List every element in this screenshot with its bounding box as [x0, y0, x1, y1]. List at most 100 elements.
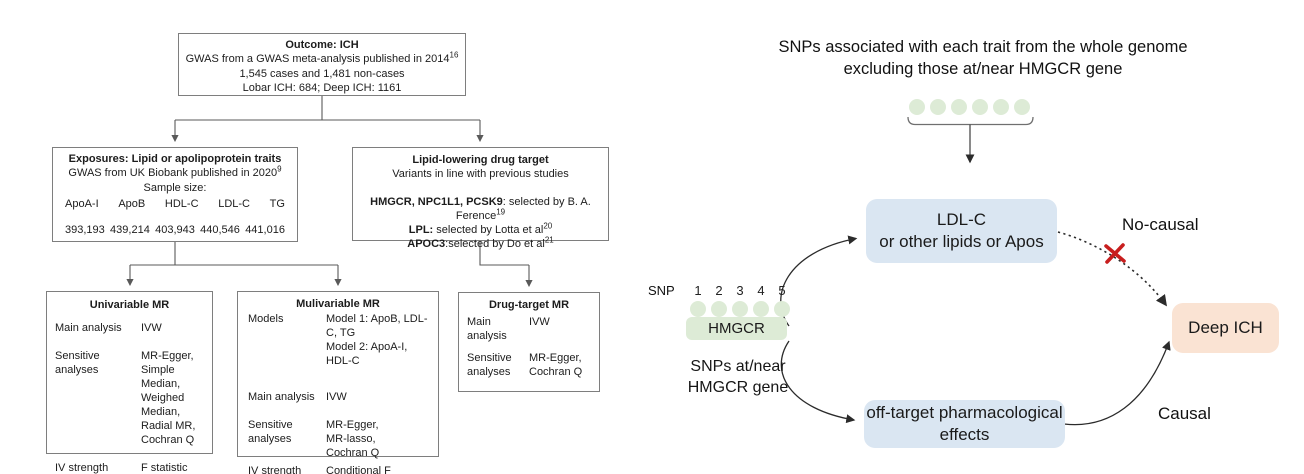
analysis-row: IV strength F statistic [55, 462, 204, 474]
spacer [353, 182, 608, 195]
analysis-row: IV strength Conditional F statistic [248, 465, 428, 474]
row-value: MR-Egger, MR-lasso, Cochran Q [326, 419, 380, 460]
univariable-mr-box: Univariable MR Main analysis IVW Sensiti… [46, 291, 213, 474]
snp-group-bracket [907, 116, 1034, 126]
row-label: IV strength [55, 462, 109, 474]
snp-number: 3 [736, 283, 744, 298]
drug-target-item: LPL: selected by Lotta et al20 [408, 221, 553, 237]
univariable-title: Univariable MR [89, 299, 170, 311]
trait-name: HDL-C [164, 197, 199, 210]
snp-dot-icon [972, 99, 988, 115]
snp-dot-icon [951, 99, 967, 115]
trait-name: LDL-C [218, 197, 250, 210]
deep-ich-box: Deep ICH [1172, 303, 1279, 353]
trait-sample-size: 440,546 [200, 224, 240, 237]
row-value: MR-Egger, Simple Median, Weighed Median,… [141, 350, 196, 447]
row-value: Model 1: ApoB, LDL-C, TG Model 2: ApoA-I… [326, 313, 428, 368]
multivariable-title: Mulivariable MR [296, 298, 380, 310]
drug-target-title: Lipid-lowering drug target [412, 154, 549, 166]
hmgcr-gene-box: HMGCR [686, 317, 787, 340]
trait-sample-size: 439,214 [110, 224, 150, 237]
row-value: F statistic [141, 462, 188, 474]
analysis-row: Models Model 1: ApoB, LDL-C, TG Model 2:… [248, 313, 428, 369]
off-target-box: off-target pharmacological effects [864, 400, 1065, 448]
trait-sample-size: 403,943 [155, 224, 195, 237]
row-label: Models [248, 313, 284, 326]
drug-target-mr-title: Drug-target MR [488, 299, 570, 311]
row-label: Main analysis [467, 316, 507, 343]
no-causal-label: No-causal [1122, 215, 1199, 234]
row-label: Main analysis [248, 391, 315, 404]
reference-superscript: 21 [544, 235, 554, 245]
snp-number: 1 [694, 283, 702, 298]
snps-at-near-note: SNPs at/near HMGCR gene [687, 358, 789, 396]
row-label: Main analysis [55, 322, 122, 335]
drug-target-subtitle: Variants in line with previous studies [392, 168, 569, 181]
trait-name: ApoA-I [65, 197, 99, 210]
row-value: Conditional F statistic [326, 465, 391, 474]
analysis-row: Main analysis IVW [55, 322, 204, 336]
analysis-row: Sensitive analyses MR-Egger, Simple Medi… [55, 350, 204, 448]
curve-hmgcr-to-ldl [780, 235, 858, 327]
reference-superscript: 19 [496, 207, 506, 217]
snp-dot-icon [1014, 99, 1030, 115]
reference-superscript: 9 [277, 164, 282, 174]
outcome-line-cases: 1,545 cases and 1,481 non-cases [239, 67, 405, 80]
no-causal-cross-icon [1104, 243, 1126, 264]
gene-snp-dots [690, 301, 790, 317]
snp-row-label: SNP [648, 283, 675, 298]
snp-number: 5 [778, 283, 786, 298]
row-label: Sensitive analyses [55, 350, 100, 377]
row-label: IV strength [248, 465, 302, 474]
snp-dot-icon [909, 99, 925, 115]
curve-causal [1063, 340, 1171, 426]
row-value: IVW [529, 316, 550, 329]
snp-dot-icon [711, 301, 727, 317]
exposures-title: Exposures: Lipid or apolipoprotein trait… [68, 153, 282, 165]
drug-target-mr-box: Drug-target MR Main analysis IVW Sensiti… [458, 292, 600, 392]
curve-no-causal-dotted [1057, 231, 1167, 307]
row-label: Sensitive analyses [248, 419, 293, 446]
row-label: Sensitive analyses [467, 352, 512, 379]
snp-number: 2 [715, 283, 723, 298]
trait-name-row: ApoA-I ApoB HDL-C LDL-C TG [53, 197, 297, 211]
snp-dot-icon [732, 301, 748, 317]
causal-label: Causal [1158, 404, 1211, 423]
snp-number-row: 1 2 3 4 5 [690, 283, 790, 298]
snp-dot-icon [690, 301, 706, 317]
outcome-box: Outcome: ICH GWAS from a GWAS meta-analy… [178, 33, 466, 96]
snp-dot-icon [753, 301, 769, 317]
snp-dot-icon [774, 301, 790, 317]
outcome-title: Outcome: ICH [285, 39, 359, 51]
title-line-1: SNPs associated with each trait from the… [778, 38, 1188, 56]
analysis-row: Sensitive analyses MR-Egger, MR-lasso, C… [248, 419, 428, 461]
exposures-box: Exposures: Lipid or apolipoprotein trait… [52, 147, 298, 242]
exposures-line-gwas: GWAS from UK Biobank published in 20209 [68, 164, 282, 180]
snp-dot-icon [930, 99, 946, 115]
trait-name: ApoB [118, 197, 146, 210]
right-panel-title: SNPs associated with each trait from the… [743, 36, 1223, 81]
trait-sample-size: 393,193 [65, 224, 105, 237]
multivariable-mr-box: Mulivariable MR Models Model 1: ApoB, LD… [237, 291, 439, 474]
analysis-row: Main analysis IVW [467, 316, 591, 344]
row-value: IVW [141, 322, 162, 335]
reference-superscript: 20 [543, 221, 553, 231]
outcome-line-gwas: GWAS from a GWAS meta-analysis published… [185, 50, 459, 66]
trait-size-row: 393,193 439,214 403,943 440,546 441,016 [53, 223, 297, 237]
snp-number: 4 [757, 283, 765, 298]
drug-target-item: APOC3:selected by Do et al21 [407, 235, 554, 251]
trait-name: TG [269, 197, 285, 210]
reference-superscript: 16 [449, 50, 459, 60]
drug-target-item: HMGCR, NPC1L1, PCSK9: selected by B. A. … [370, 195, 591, 222]
trait-sample-size: 441,016 [245, 224, 285, 237]
title-line-2: excluding those at/near HMGCR gene [843, 60, 1123, 79]
genome-snp-dots [909, 99, 1030, 115]
row-value: IVW [326, 391, 347, 404]
row-value: MR-Egger, Cochran Q [529, 352, 583, 379]
analysis-row: Main analysis IVW [248, 391, 428, 405]
exposures-sample-size-label: Sample size: [143, 181, 207, 194]
ldl-c-box: LDL-C or other lipids or Apos [866, 199, 1057, 263]
outcome-line-subtypes: Lobar ICH: 684; Deep ICH: 1161 [242, 81, 402, 94]
drug-target-box: Lipid-lowering drug target Variants in l… [352, 147, 609, 250]
